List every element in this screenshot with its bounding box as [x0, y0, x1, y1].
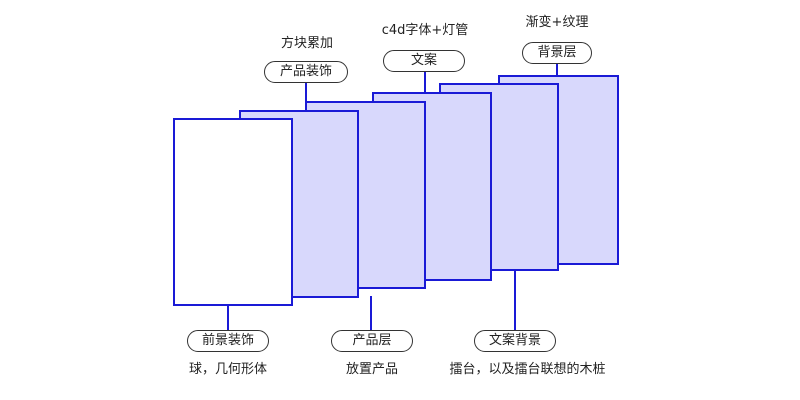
caption-copy-background: 擂台，以及擂台联想的木桩 [449, 362, 606, 377]
caption-foreground: 球，几何形体 [188, 362, 267, 377]
pill-copy-background: 文案背景 [474, 330, 556, 352]
connector-copy-background [514, 269, 516, 330]
caption-product-layer: 放置产品 [345, 362, 398, 377]
pill-copy: 文案 [383, 50, 465, 72]
connector-copy [424, 72, 426, 94]
pill-background: 背景层 [522, 42, 592, 64]
connector-background [556, 62, 558, 76]
caption-background: 渐变+纹理 [525, 15, 589, 30]
pill-product-decoration: 产品装饰 [264, 61, 348, 83]
pill-product-layer: 产品层 [331, 330, 413, 352]
layer-foreground [173, 118, 293, 306]
connector-foreground [227, 304, 229, 330]
connector-product-decoration [305, 82, 307, 104]
connector-product-layer [370, 296, 372, 330]
pill-foreground: 前景装饰 [187, 330, 269, 352]
caption-copy: c4d字体+灯管 [381, 23, 469, 38]
caption-product-decoration: 方块累加 [280, 36, 333, 51]
